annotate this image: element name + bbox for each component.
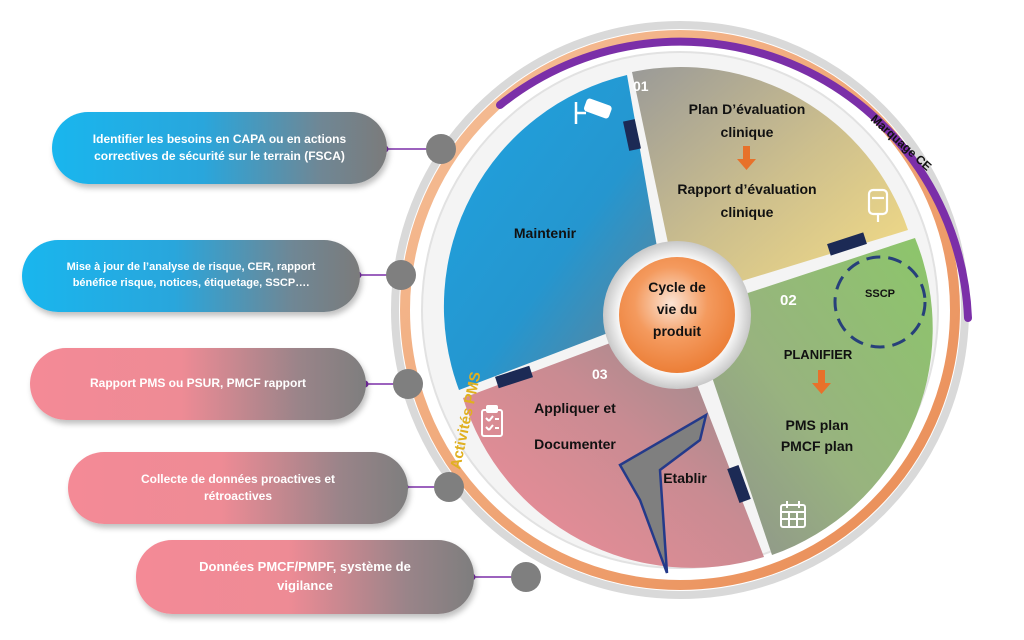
side-item-capa-fsca: Identifier les besoins en CAPA ou en act… <box>52 112 387 184</box>
connector-1 <box>381 134 456 164</box>
outer-ring-purple-arc <box>496 37 972 322</box>
sector-notch <box>623 119 641 151</box>
pmcf-plan-line: PMCF plan <box>780 438 854 454</box>
report-line-1: Rapport d’évaluation <box>677 181 817 197</box>
side-item-line: Collecte de données proactives et <box>140 471 336 486</box>
center-circle <box>619 257 735 373</box>
sector-notch <box>727 465 751 503</box>
connector-2 <box>354 260 416 290</box>
center-line-3: produit <box>652 323 702 339</box>
sector-number-02: 02 <box>780 292 797 309</box>
arrow-down-icon <box>737 146 756 170</box>
side-item-line: correctives de sécurité sur le terrain (… <box>94 149 345 163</box>
side-item-pmcf-data: Données PMCF/PMPF, système de vigilance <box>136 540 474 614</box>
side-item-line: rétroactives <box>203 489 273 503</box>
side-item-risk-update: Mise à jour de l’analyse de risque, CER,… <box>22 240 360 312</box>
side-item-data-collection: Collecte de données proactives et rétroa… <box>68 452 408 524</box>
report-text: Rapport d’évaluation clinique <box>652 178 842 224</box>
side-item-line: Données PMCF/PMPF, système de <box>199 559 411 575</box>
etablir-label: Etablir <box>663 470 707 486</box>
side-item-line: Mise à jour de l’analyse de risque, CER,… <box>66 261 316 274</box>
connector-5 <box>468 562 541 592</box>
sector-number-03: 03 <box>592 366 608 382</box>
center-line-2: vie du <box>656 301 698 317</box>
sector-plan-text: Plan D’évaluation clinique <box>662 98 832 144</box>
sscp-dashed-circle <box>833 255 927 349</box>
apply-line-2: Documenter <box>534 436 616 452</box>
side-item-line: Identifier les besoins en CAPA ou en act… <box>92 131 347 146</box>
sector-notch <box>495 365 533 389</box>
sector-number-01: 01 <box>633 78 649 94</box>
connector-4 <box>401 472 464 502</box>
pouch-icon <box>867 188 889 222</box>
sector-maintain-label: Maintenir <box>513 225 577 241</box>
center-title: Cycle de vie du produit <box>632 276 722 342</box>
arrow-down-icon <box>812 370 831 394</box>
report-line-2: clinique <box>720 204 774 220</box>
connector-3 <box>361 369 423 399</box>
checklist-icon <box>481 405 503 437</box>
pms-plan-text: PMS plan PMCF plan <box>762 415 872 457</box>
camera-icon <box>574 98 612 124</box>
outer-ring-orange <box>400 30 960 590</box>
side-item-pms-report: Rapport PMS ou PSUR, PMCF rapport <box>30 348 366 420</box>
plan-line-2: clinique <box>720 124 774 140</box>
pms-plan-line: PMS plan <box>785 417 849 433</box>
side-item-line: vigilance <box>277 578 333 593</box>
sector-notch <box>827 232 867 256</box>
calendar-icon <box>780 501 806 528</box>
planifier-title: PLANIFIER <box>783 347 853 362</box>
center-line-1: Cycle de <box>648 279 706 295</box>
sscp-badge-label: SSCP <box>865 288 895 300</box>
chevron-arrow-shape <box>618 412 708 574</box>
plan-line-1: Plan D’évaluation <box>688 101 806 117</box>
side-item-line: bénéfice risque, notices, étiquetage, SS… <box>72 277 310 289</box>
side-item-line: Rapport PMS ou PSUR, PMCF rapport <box>90 376 306 391</box>
apply-line-1: Appliquer et <box>534 400 616 416</box>
